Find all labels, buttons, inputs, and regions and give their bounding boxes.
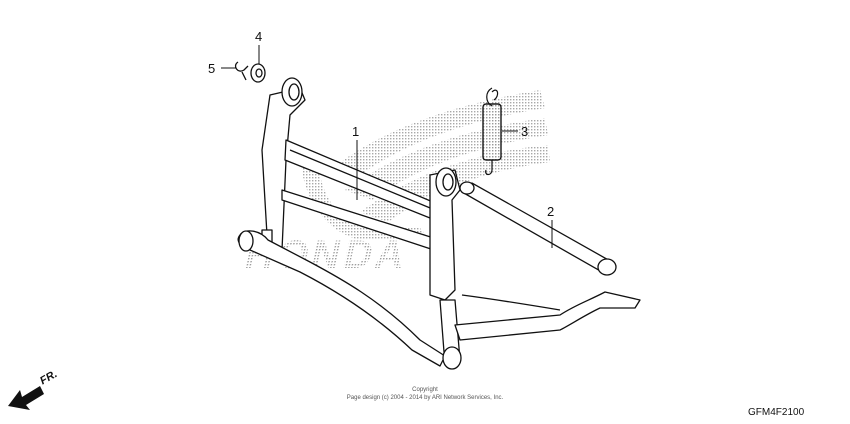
stand-spring-part-3 <box>482 87 502 176</box>
callout-3: 3 <box>521 124 528 139</box>
front-direction-arrow-icon <box>8 386 44 410</box>
callout-5: 5 <box>208 61 215 76</box>
pivot-shaft-part-2 <box>459 181 617 276</box>
copyright-heading: Copyright <box>412 387 438 393</box>
diagram-code: GFM4F2100 <box>748 407 805 418</box>
washer-part-4 <box>250 63 266 83</box>
main-stand-part-1 <box>237 77 641 370</box>
callout-4: 4 <box>255 29 262 44</box>
cotter-pin-part-5 <box>234 61 249 81</box>
leader-lines <box>221 45 553 248</box>
callout-1: 1 <box>352 124 359 139</box>
callout-2: 2 <box>547 204 554 219</box>
copyright-notice: Page design (c) 2004 - 2014 by ARI Netwo… <box>346 395 504 401</box>
